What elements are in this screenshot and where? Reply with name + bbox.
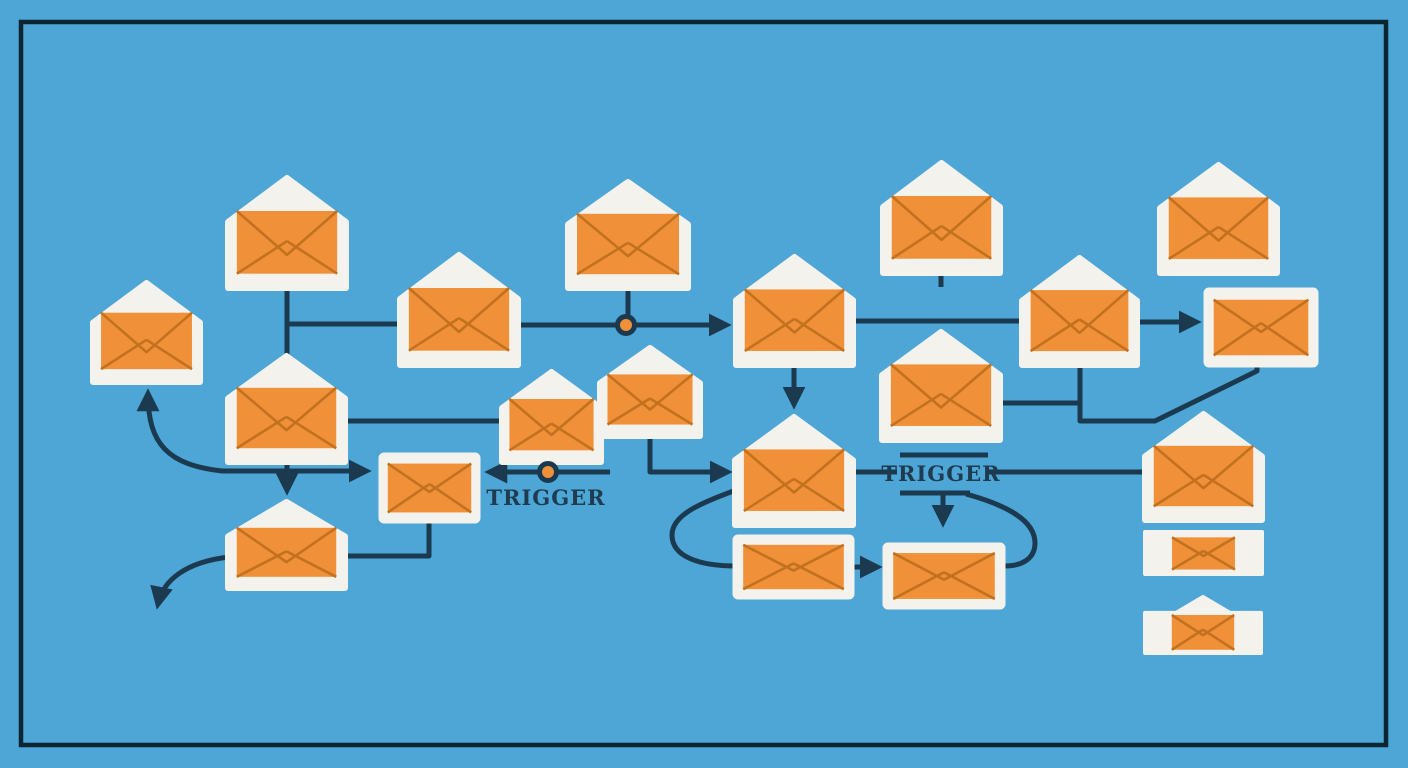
envelope-5-open-envelope-icon: [90, 280, 203, 385]
e12-elbow-to-e14-arrow: [647, 435, 733, 484]
e5-e13-curve-arrows: [136, 388, 372, 483]
trigger-dot-top: [615, 314, 637, 336]
envelope-19-closed-envelope-icon: [882, 542, 1006, 610]
envelope-13-closed-envelope-icon: [378, 452, 481, 524]
e17-exit-curve-arrow: [150, 554, 230, 610]
envelope-11-open-envelope-icon: [499, 369, 604, 465]
envelope-1-open-envelope-icon: [225, 175, 349, 291]
envelope-14-open-envelope-icon: [732, 414, 856, 528]
envelope-17-open-envelope-icon: [225, 499, 348, 591]
envelope-7-open-envelope-icon: [733, 254, 856, 368]
envelope-16-open-envelope-icon: [1142, 411, 1265, 523]
envelope-6-open-envelope-icon: [397, 252, 521, 368]
envelope-12-open-envelope-icon: [597, 345, 703, 439]
frame-border: [18, 19, 1389, 748]
trigger-dot-left: [537, 461, 559, 483]
envelope-21-open-small-envelope-icon: [1143, 595, 1263, 655]
trigger-hook-to-e19: [965, 491, 1038, 569]
envelope-4-open-envelope-icon: [1157, 162, 1280, 276]
envelope-9-closed-envelope-icon: [1203, 287, 1319, 368]
envelope-2-open-envelope-icon: [565, 179, 691, 291]
e14-loop-to-e18: [669, 486, 740, 569]
envelope-8-open-envelope-icon: [1019, 255, 1140, 368]
envelope-15-open-envelope-icon: [879, 329, 1003, 443]
e8-elbow-to-e9: [1077, 364, 1260, 424]
envelope-20-closed-small-envelope-icon: [1143, 530, 1264, 576]
e13-elbow-to-e17: [346, 520, 432, 559]
envelope-3-open-envelope-icon: [880, 160, 1003, 276]
trigger-label-left: TRIGGER: [486, 485, 606, 510]
envelope-10-open-envelope-icon: [225, 353, 348, 465]
envelope-18-closed-envelope-icon: [732, 534, 855, 600]
trigger-label-right: TRIGGER: [881, 461, 1001, 486]
